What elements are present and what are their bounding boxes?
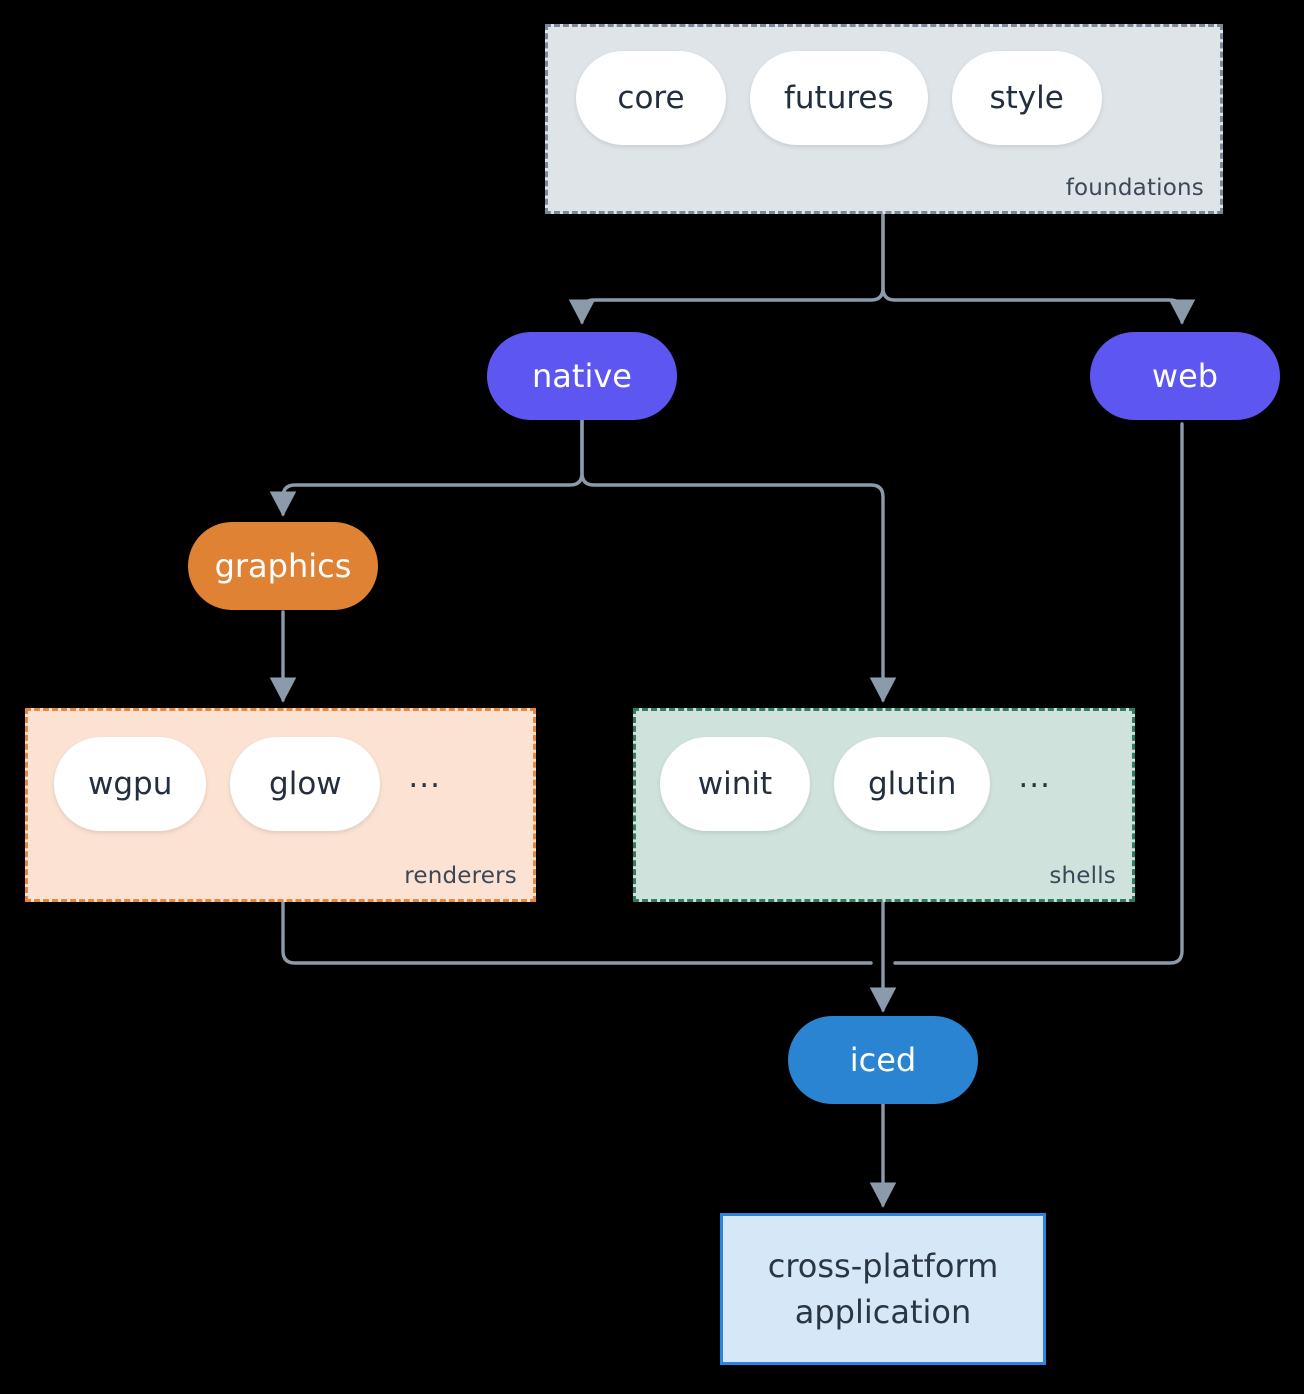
leaf-futures[interactable]: futures: [750, 51, 928, 145]
group-shells: winit glutin ... shells: [633, 708, 1135, 902]
leaf-core[interactable]: core: [576, 51, 726, 145]
node-native[interactable]: native: [487, 332, 677, 420]
leaf-glutin[interactable]: glutin: [834, 737, 991, 831]
node-web[interactable]: web: [1090, 332, 1280, 420]
group-foundations: core futures style foundations: [545, 24, 1223, 214]
shells-items: winit glutin ...: [660, 737, 1051, 831]
foundations-items: core futures style: [576, 51, 1102, 145]
node-native-label: native: [532, 357, 632, 395]
edge-native-graphics: [269, 418, 584, 517]
group-label-renderers: renderers: [404, 863, 517, 889]
edge-foundations-web: [881, 213, 1196, 325]
node-graphics[interactable]: graphics: [188, 522, 378, 610]
application-line-1: cross-platform: [767, 1246, 999, 1285]
application-line-2: application: [794, 1293, 972, 1331]
leaf-wgpu[interactable]: wgpu: [54, 737, 207, 831]
renderers-items: wgpu glow ...: [54, 737, 441, 831]
node-graphics-label: graphics: [214, 547, 352, 585]
node-iced-label: iced: [849, 1041, 917, 1079]
edge-renderers-iced: [281, 900, 873, 965]
node-iced[interactable]: iced: [788, 1016, 978, 1104]
edge-foundations-native: [568, 213, 885, 325]
shells-ellipsis: ...: [1018, 759, 1051, 796]
edge-native-shells: [580, 418, 897, 703]
node-cross-platform-application[interactable]: cross-platform application: [720, 1213, 1046, 1365]
group-label-foundations: foundations: [1065, 175, 1204, 201]
leaf-glow[interactable]: glow: [230, 737, 381, 831]
leaf-winit[interactable]: winit: [660, 737, 810, 831]
node-web-label: web: [1151, 357, 1219, 395]
leaf-style[interactable]: style: [951, 51, 1102, 145]
renderers-ellipsis: ...: [408, 759, 441, 796]
group-label-shells: shells: [1049, 863, 1116, 889]
group-renderers: wgpu glow ... renderers: [25, 708, 536, 902]
